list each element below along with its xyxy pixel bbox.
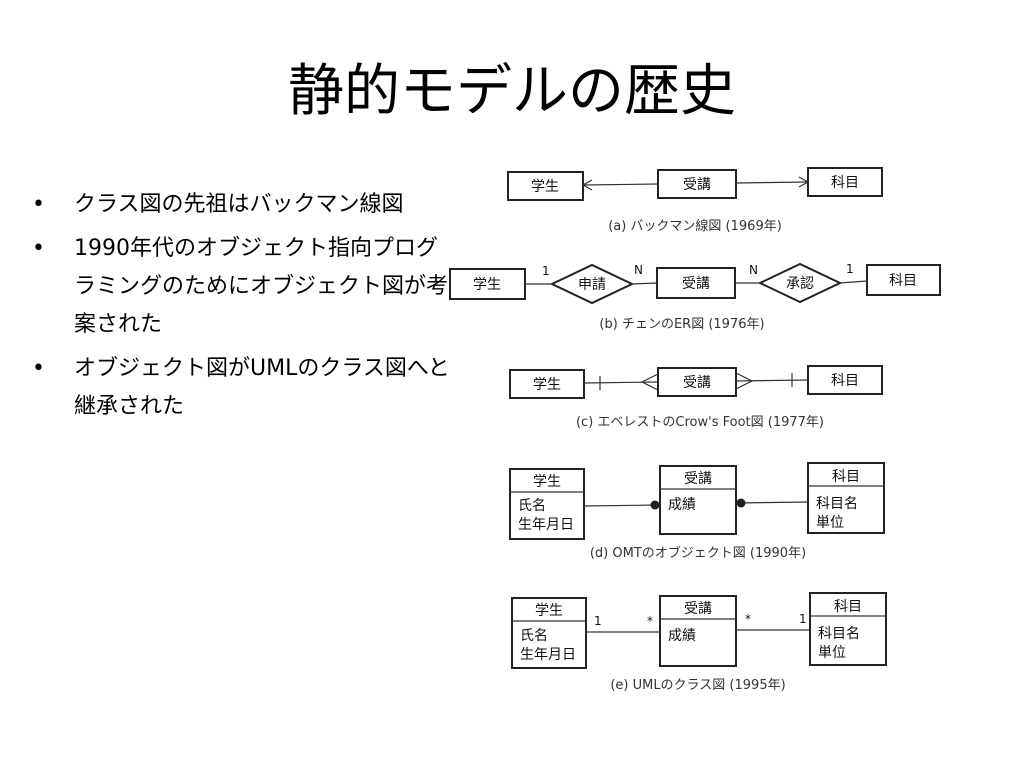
class-attribute: 生年月日 [520, 647, 576, 663]
entity-label: 学生 [533, 377, 561, 393]
entity-label: 科目 [831, 373, 859, 389]
bullet-text: 1990年代のオブジェクト指向プログラミングのためにオブジェクト図が考案された [74, 236, 449, 337]
bullet-list: • クラス図の先祖はバックマン線図 • 1990年代のオブジェクト指向プログラミ… [30, 186, 450, 432]
entity-box [509, 369, 585, 399]
diagram-figure: 学生 受講 科目 (a) バックマン線図 (1969年) 学生 申請 受講 承認… [449, 167, 941, 693]
bullet-marker: • [32, 356, 45, 381]
entity-box [866, 264, 941, 296]
class-attribute: 成績 [668, 497, 696, 513]
entity-box [807, 167, 883, 197]
bullet-marker: • [32, 236, 45, 261]
diagram-e: 学生 氏名 生年月日 受講 成績 科目 科目名 単位 1 * * 1 (e) U… [511, 592, 887, 693]
multiplicity-label: * [647, 614, 653, 628]
class-box [511, 597, 587, 669]
connector-line [583, 381, 659, 384]
diagram-b: 学生 申請 受講 承認 科目 1 N N 1 (b) チェンのER図 (1976… [449, 262, 941, 332]
connector-line [582, 183, 659, 186]
relationship-label: 申請 [578, 277, 606, 293]
association-line [583, 504, 661, 507]
multiplicity-dot-icon [736, 498, 746, 508]
connector-line [839, 280, 868, 284]
arrowhead-icon [798, 176, 810, 188]
multiplicity-dot-icon [650, 500, 660, 510]
relationship-label: 承認 [786, 276, 814, 292]
class-name: 学生 [533, 474, 561, 490]
diagram-caption: (b) チェンのER図 (1976年) [599, 317, 764, 332]
entity-box [807, 365, 883, 395]
multiplicity-label: N [749, 263, 758, 277]
entity-label: 受講 [683, 177, 711, 193]
class-name: 受講 [684, 601, 712, 617]
multiplicity-label: N [634, 263, 643, 277]
connector-line [735, 181, 809, 184]
multiplicity-label: 1 [594, 614, 602, 628]
entity-box [507, 171, 584, 201]
diagram-caption: (d) OMTのオブジェクト図 (1990年) [590, 545, 806, 561]
multiplicity-label: 1 [542, 264, 550, 278]
bullet-marker: • [32, 192, 45, 217]
class-name: 受講 [684, 471, 712, 487]
connector-line [631, 282, 658, 285]
class-box [809, 592, 887, 666]
entity-label: 受講 [682, 276, 710, 292]
class-name: 科目 [834, 599, 862, 615]
class-name: 科目 [832, 469, 860, 485]
class-box [807, 462, 885, 534]
slide-title: 静的モデルの歴史 [288, 59, 736, 124]
crows-foot-icon [735, 372, 754, 390]
class-attribute: 生年月日 [518, 517, 574, 533]
entity-label: 受講 [683, 375, 711, 391]
crows-foot-icon [640, 373, 659, 391]
class-name: 学生 [535, 603, 563, 619]
entity-label: 科目 [889, 273, 917, 289]
entity-label: 科目 [831, 175, 859, 191]
entity-box [449, 268, 526, 300]
arrowhead-icon [581, 179, 593, 191]
bullet-item: • クラス図の先祖はバックマン線図 [30, 186, 450, 224]
multiplicity-label: * [745, 612, 751, 626]
class-attribute: 単位 [816, 515, 844, 531]
class-box [659, 595, 737, 667]
entity-label: 学生 [473, 277, 501, 293]
diagram-caption: (c) エベレストのCrow's Foot図 (1977年) [576, 415, 824, 430]
class-attribute: 成績 [668, 628, 696, 644]
multiplicity-label: 1 [846, 262, 854, 276]
class-box [509, 468, 585, 540]
class-box [659, 465, 737, 535]
entity-label: 学生 [531, 179, 559, 195]
bullet-item: • オブジェクト図がUMLのクラス図へと継承された [30, 350, 450, 426]
class-attribute: 科目名 [816, 496, 858, 512]
connector-line [735, 379, 809, 382]
class-attribute: 単位 [818, 645, 846, 661]
bullet-text: クラス図の先祖はバックマン線図 [74, 192, 404, 217]
multiplicity-label: 1 [799, 612, 807, 626]
class-attribute: 氏名 [518, 498, 546, 514]
diagram-c: 学生 受講 科目 (c) エベレストのCrow's Foot図 (1977年) [509, 365, 883, 430]
diagram-caption: (e) UMLのクラス図 (1995年) [610, 678, 785, 693]
diagram-d: 学生 氏名 生年月日 受講 成績 科目 科目名 単位 (d) OMTのオブジェク… [509, 462, 885, 561]
class-attribute: 氏名 [520, 628, 548, 644]
diagram-a: 学生 受講 科目 (a) バックマン線図 (1969年) [507, 167, 883, 234]
entity-box [657, 169, 737, 199]
diagram-caption: (a) バックマン線図 (1969年) [608, 218, 782, 234]
association-line [735, 501, 809, 504]
bullet-item: • 1990年代のオブジェクト指向プログラミングのためにオブジェクト図が考案され… [30, 230, 450, 344]
bullet-text: オブジェクト図がUMLのクラス図へと継承された [74, 356, 450, 419]
class-attribute: 科目名 [818, 626, 860, 642]
